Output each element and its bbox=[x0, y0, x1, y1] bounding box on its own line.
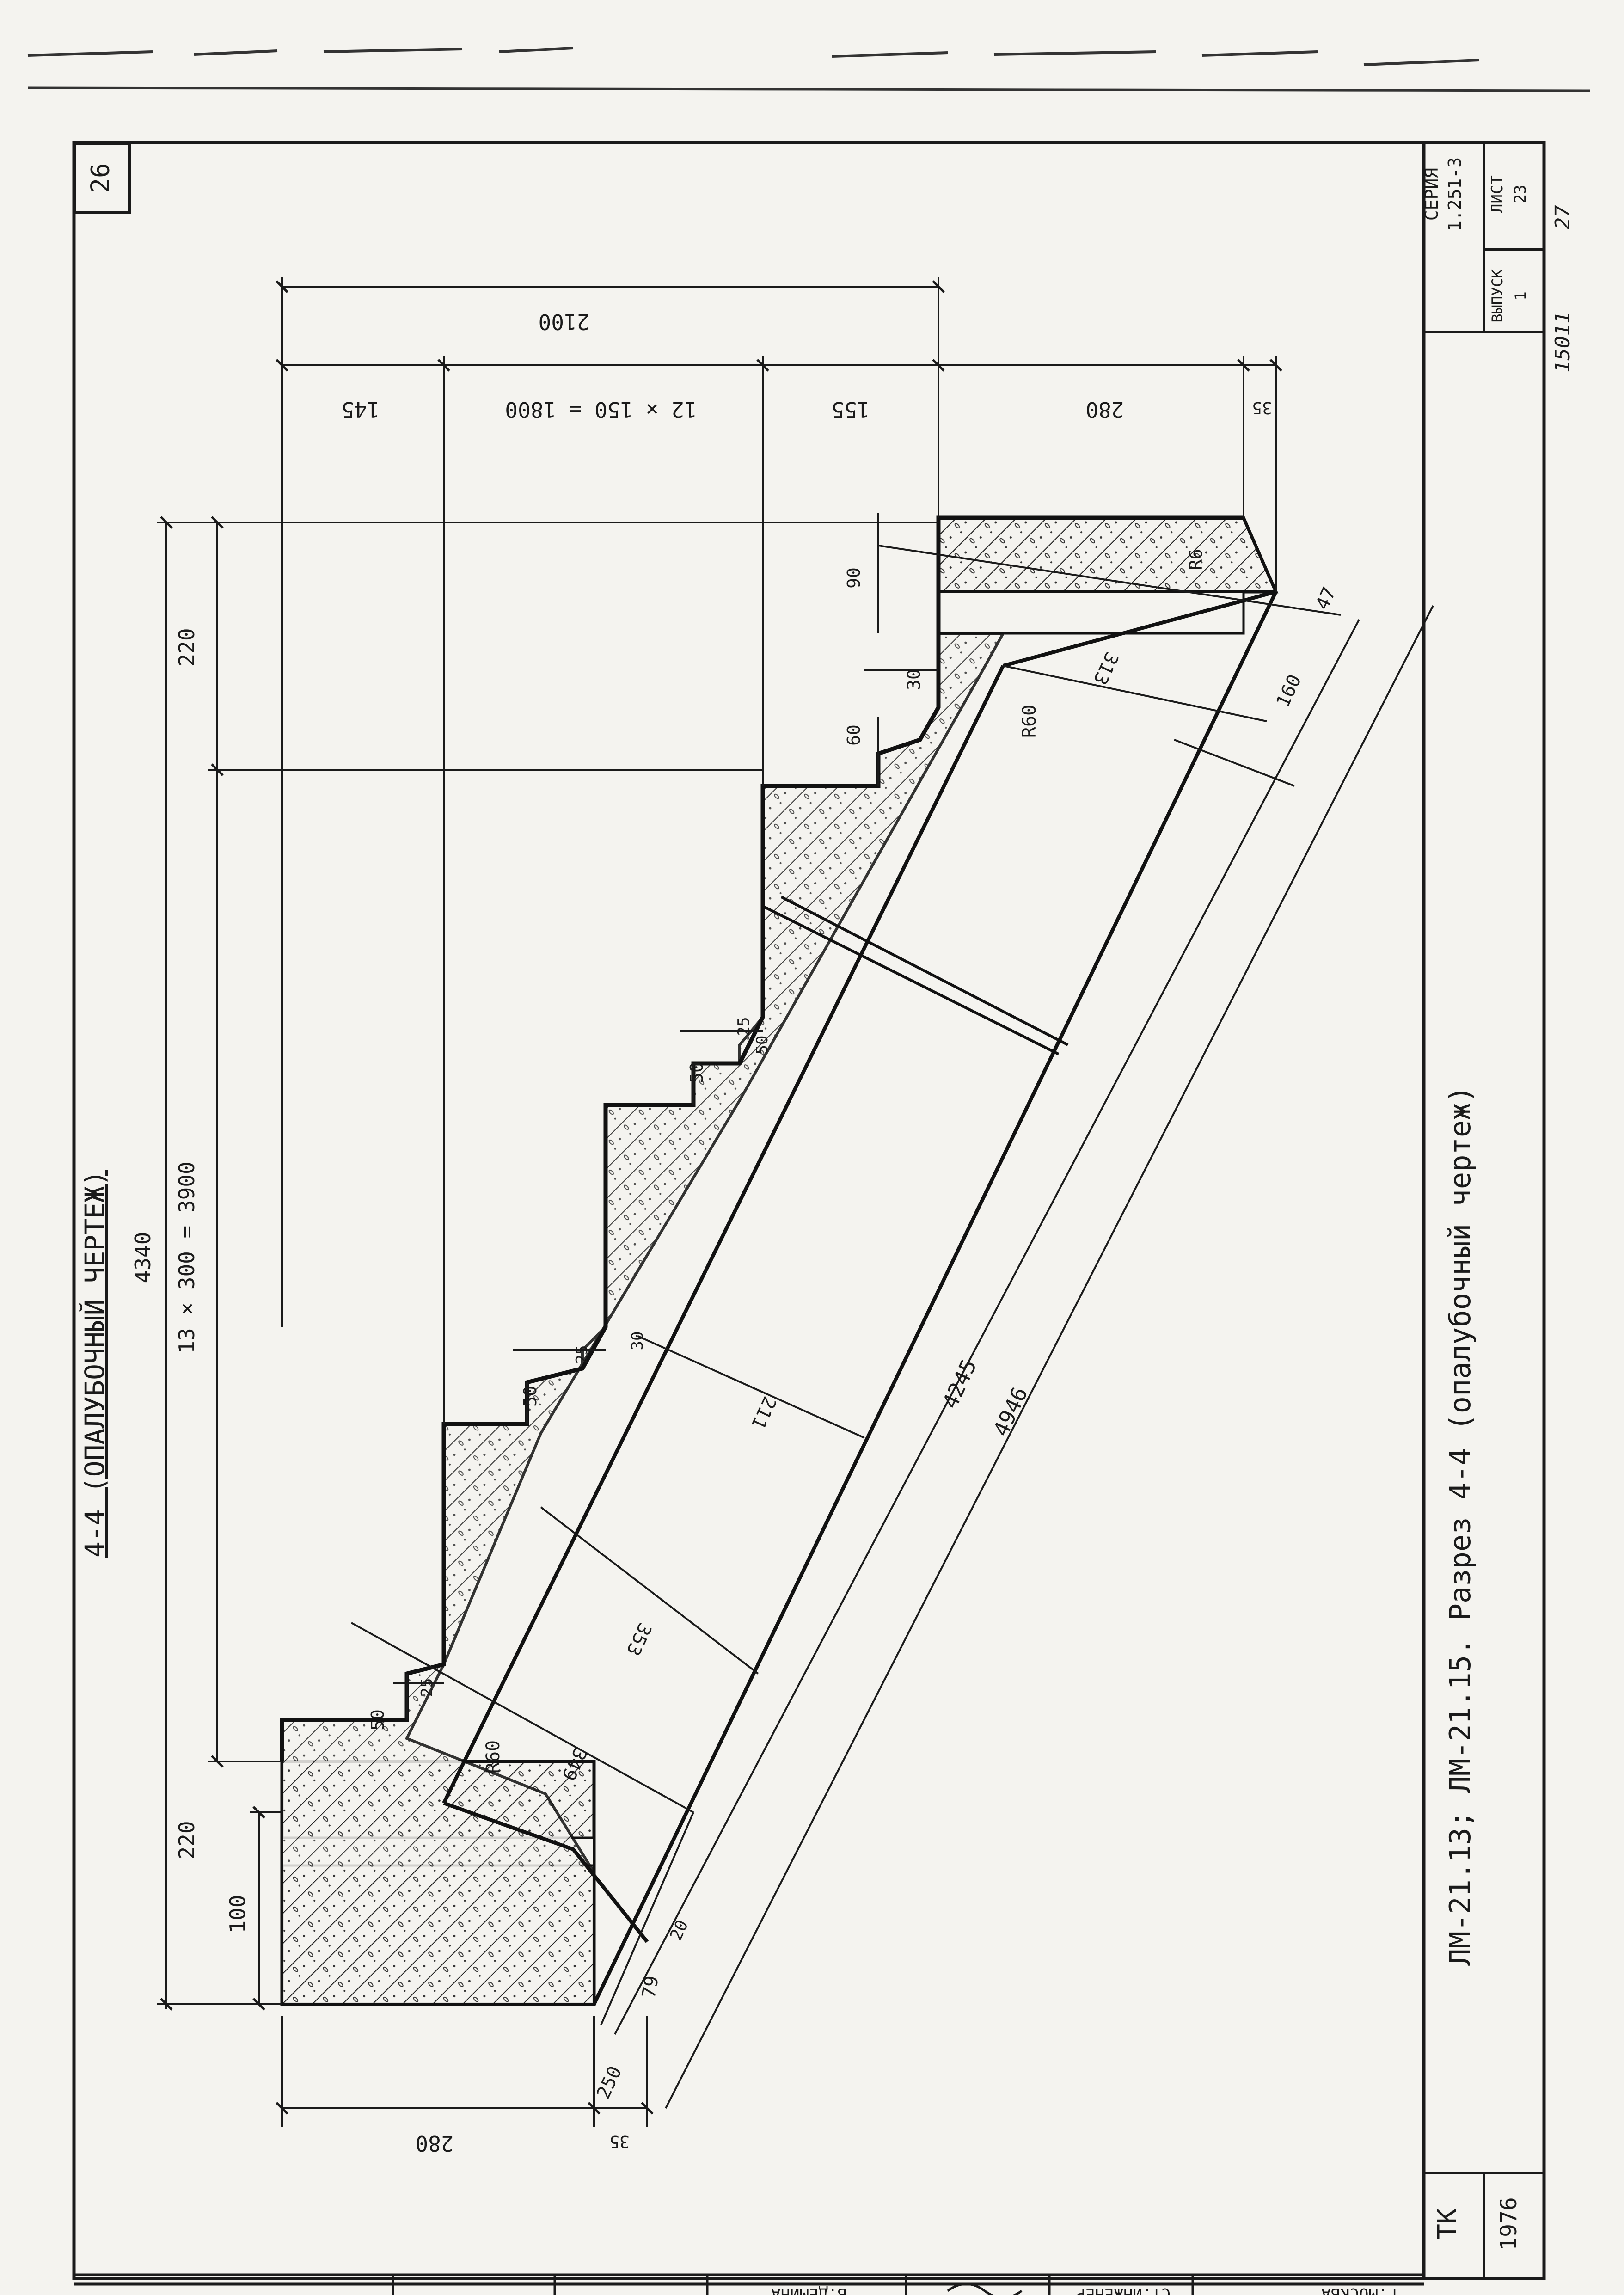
dim-313: 313 bbox=[1089, 649, 1122, 688]
seria-value: 1.251-3 bbox=[1445, 157, 1465, 231]
dim-30-top: 30 bbox=[904, 669, 924, 690]
dim-35-top: 35 bbox=[1252, 398, 1272, 417]
drawing-caption: ЛМ-21.13; ЛМ-21.15. Разрез 4-4 (опалубоч… bbox=[1443, 1086, 1477, 1966]
page-number: 26 bbox=[86, 163, 115, 193]
dim-bottom-220: 220 bbox=[174, 1821, 199, 1859]
dimension-labels: 4-4 (ОПАЛУБОЧНЫЙ ЧЕРТЕЖ) 4340 13 × 300 =… bbox=[79, 309, 1477, 2156]
dim-50-c: 50 bbox=[368, 1709, 388, 1730]
dim-risers: 12 × 150 = 1800 bbox=[505, 397, 697, 422]
title-block bbox=[1422, 141, 1545, 2280]
city: Г.МОСКВА bbox=[1321, 2284, 1397, 2295]
dim-90: 90 bbox=[844, 567, 864, 589]
engineer-name: В.ДЕМИНА bbox=[771, 2284, 847, 2295]
vypusk-label: ВЫПУСК bbox=[1489, 269, 1506, 322]
dim-50-b: 50 bbox=[520, 1386, 540, 1407]
stair-section bbox=[280, 515, 1279, 2006]
soffit-upper bbox=[1002, 590, 1277, 668]
bottom-strip bbox=[74, 2273, 1424, 2295]
dim-50-a: 50 bbox=[686, 1062, 707, 1083]
dim-250: 250 bbox=[593, 2063, 626, 2102]
inventory-number: 15011 bbox=[1551, 312, 1575, 373]
dim-25-b: 25 bbox=[573, 1345, 591, 1364]
dim-25-a: 25 bbox=[735, 1017, 753, 1036]
dimension-lines bbox=[157, 277, 1434, 2127]
break-line-2 bbox=[780, 896, 1069, 1046]
dim-30-d: 30 bbox=[628, 1332, 647, 1350]
dim-top-220: 220 bbox=[174, 628, 199, 666]
dim-overall-length: 4340 bbox=[130, 1232, 155, 1283]
page-number-box: 26 bbox=[74, 142, 131, 214]
dim-145: 145 bbox=[341, 397, 380, 422]
radius-r6: R6 bbox=[1186, 549, 1206, 570]
break-line-1 bbox=[762, 905, 1060, 1055]
dim-total-height: 2100 bbox=[539, 309, 590, 334]
dim-35-bottom: 35 bbox=[609, 2132, 629, 2151]
tread-outline bbox=[280, 515, 1244, 1761]
scan-artefacts bbox=[27, 47, 1591, 92]
org-code: ТК bbox=[1433, 2208, 1463, 2240]
dim-47: 47 bbox=[1311, 584, 1340, 613]
bottom-edge bbox=[592, 591, 1278, 2005]
title-block-text: СЕРИЯ 1.251-3 ВЫПУСК 1 ЛИСТ 23 27 15011 … bbox=[771, 157, 1575, 2295]
dim-25-c: 25 bbox=[418, 1678, 436, 1697]
dim-353: 353 bbox=[622, 1620, 656, 1659]
year: 1976 bbox=[1496, 2197, 1522, 2251]
list-label: ЛИСТ bbox=[1488, 175, 1507, 213]
dim-280-bottom: 280 bbox=[415, 2131, 453, 2156]
section-title: 4-4 (ОПАЛУБОЧНЫЙ ЧЕРТЕЖ) bbox=[79, 1170, 110, 1558]
list-value: 23 bbox=[1511, 185, 1530, 204]
soffit-line bbox=[443, 1801, 649, 1943]
dimension-ticks bbox=[160, 280, 1282, 2115]
radius-r60-bottom: R60 bbox=[483, 1740, 504, 1773]
dim-60: 60 bbox=[844, 724, 864, 746]
dim-160: 160 bbox=[1272, 671, 1305, 711]
dim-50-d: 50 bbox=[753, 1036, 772, 1055]
stepped-body bbox=[281, 632, 1006, 2006]
dim-211: 211 bbox=[747, 1393, 780, 1432]
dim-treads: 13 × 300 = 3900 bbox=[174, 1161, 199, 1353]
sheet-frame bbox=[72, 141, 1546, 2286]
dim-280-top: 280 bbox=[1085, 397, 1124, 422]
dim-4245: 4245 bbox=[938, 1356, 982, 1412]
seria-label: СЕРИЯ bbox=[1422, 168, 1442, 221]
dim-79: 79 bbox=[638, 1974, 663, 2000]
dim-bottom-100: 100 bbox=[225, 1895, 250, 1933]
dim-20: 20 bbox=[667, 1917, 692, 1944]
dim-4946: 4946 bbox=[988, 1383, 1033, 1440]
dim-155: 155 bbox=[831, 397, 870, 422]
soffit-main bbox=[442, 665, 1005, 1804]
vypusk-value: 1 bbox=[1512, 291, 1529, 300]
radius-r60-top: R60 bbox=[1019, 705, 1040, 738]
engineer-role: СТ.ИНЖЕНЕР bbox=[1076, 2284, 1171, 2295]
sheet-number-handwritten: 27 bbox=[1551, 205, 1575, 229]
